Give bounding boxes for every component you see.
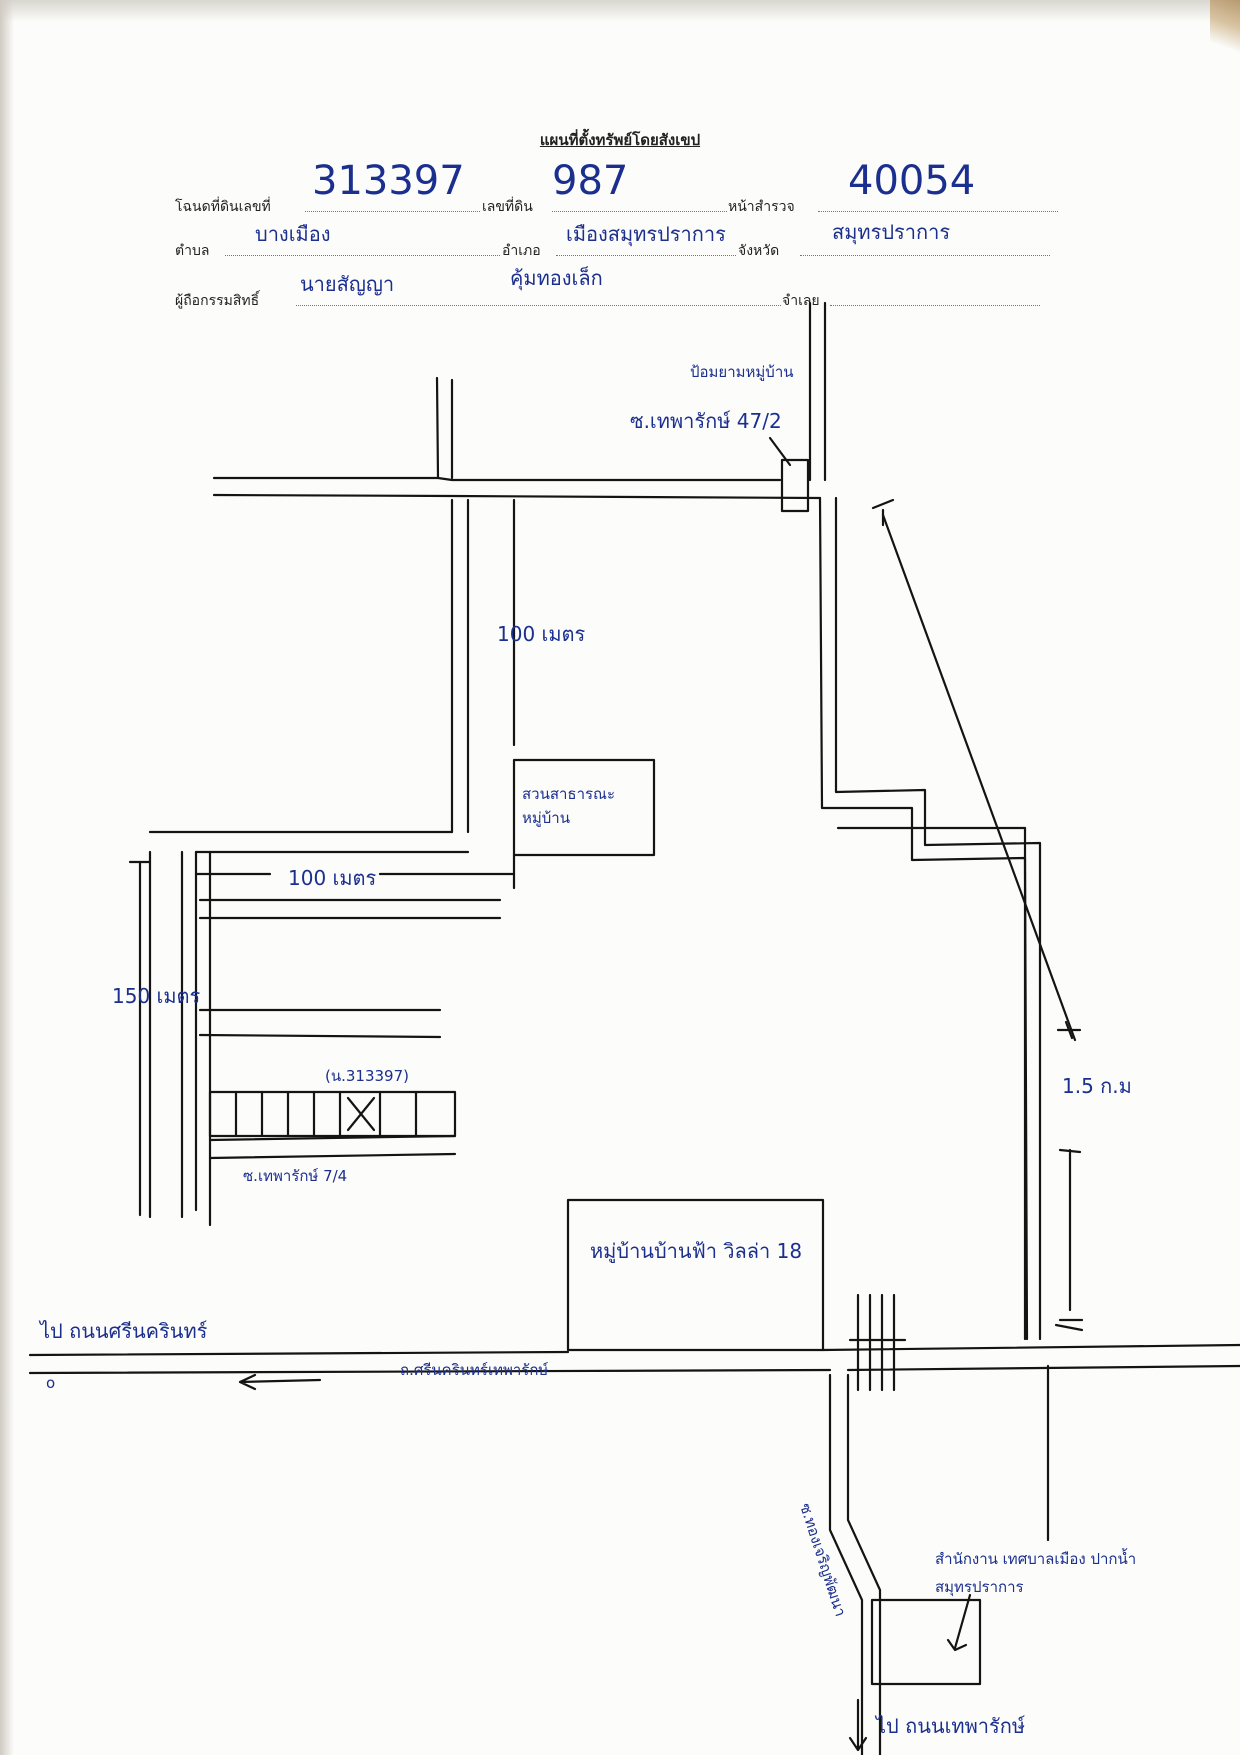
soi-47-2-label: ซ.เทพารักษ์ 47/2 [630,409,782,433]
scan-shadow-left [0,0,14,1755]
subdistrict-value: บางเมือง [255,222,331,246]
km-dimension-upper [881,513,1077,1042]
province-value: สมุทรปราการ [832,220,951,244]
document-title: แผนที่ตั้งทรัพย์โดยสังเขป [539,131,701,149]
dimension-100-top-label: 100 เมตร [497,622,586,646]
deed-no-value: 313397 [312,158,465,204]
plot-target-cross [346,1096,376,1132]
origin-mark: o [46,1374,56,1392]
subdistrict-label: ตำบล [175,243,210,259]
crosswalk [856,1293,896,1392]
south-arrow [848,1698,868,1752]
land-no-label: เลขที่ดิน [482,199,533,215]
police-box-arrow [768,436,792,467]
district-line [556,255,736,256]
to-srinakarin-label: ไป ถนนศรีนครินทร์ [40,1319,208,1343]
plot-row [208,1090,457,1138]
office-label: สำนักงาน เทศบาลเมือง ปากน้ำสมุทรปราการ [935,1550,1137,1596]
lane-5 [198,1033,442,1039]
scan-shadow-top [0,0,1240,22]
deed-no-label: โฉนดที่ดินเลขที่ [175,199,271,215]
land-no-line [552,211,727,212]
to-bottom-label: ไป ถนนเทพารักษ์ [876,1714,1026,1738]
paper-corner [1210,0,1240,60]
police-box [780,458,810,513]
soi-7-4-label: ซ.เทพารักษ์ 7/4 [243,1167,348,1185]
deed-no-line [305,211,480,212]
top-road-south [212,493,822,500]
office-arrow [946,1593,972,1652]
bottom-soi-east [846,1373,882,1755]
park-box [512,758,656,857]
office-box [870,1598,982,1686]
district-label: อำเภอ [502,243,541,259]
survey-page-label: หน้าสำรวจ [728,199,795,215]
dimension-150-label: 150 เมตร [112,984,201,1008]
police-box-label: ป้อมยามหมู่บ้าน [690,363,794,381]
km-arrow-top [871,498,895,527]
village-label: หมู่บ้านบ้านฟ้า วิลล่า 18 [590,1239,803,1263]
main-road-south [28,1364,1240,1375]
top-road-north [212,476,782,482]
defendant-line [830,305,1040,306]
province-line [800,255,1050,256]
owner-line [296,305,781,306]
survey-page-value: 40054 [848,158,976,204]
survey-page-line [818,211,1058,212]
district-value: เมืองสมุทรปราการ [566,222,726,246]
bottom-soi-west [828,1373,864,1755]
right-road-east [823,301,1042,1341]
land-no-value: 987 [552,158,629,204]
deed-ref-label: (น.313397) [325,1067,409,1085]
village-box [566,1198,825,1352]
dimension-100-left-label: 100 เมตร [288,866,377,890]
main-road-north [28,1343,1240,1357]
owner-surname-value: คุ้มทองเล็ก [510,266,603,290]
owner-value: นายสัญญา [300,272,395,296]
park-label: สวนสาธารณะ หมู่บ้าน [522,785,616,827]
street-top-left-west [435,376,440,480]
distance-1-5km-label: 1.5 ก.ม [1062,1074,1132,1098]
main-road-label: ถ.ศรีนครินทร์เทพารักษ์ [400,1361,549,1379]
province-label: จังหวัด [738,243,780,259]
lane-7 [208,1152,457,1160]
plot-dividers [234,1090,418,1138]
km-arrow-mid-top [1056,1020,1082,1040]
km-arrow-mid-bottom [1058,1148,1082,1312]
owner-label: ผู้ถือกรรมสิทธิ์ [175,293,260,309]
west-arrow [238,1373,322,1391]
km-arrow-bottom [1054,1318,1084,1332]
subdistrict-line [225,255,500,256]
